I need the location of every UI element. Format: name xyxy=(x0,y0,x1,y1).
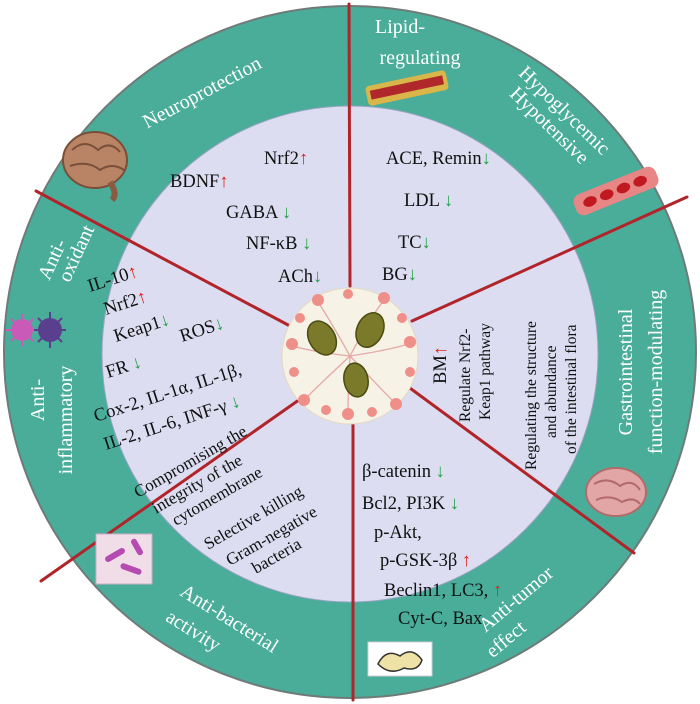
marker-bg: BG↓ xyxy=(382,265,417,285)
plant-seed-icon xyxy=(281,287,419,425)
brain-icon xyxy=(62,131,128,203)
marker-ldl: LDL ↓ xyxy=(404,191,453,211)
blood-vessel-icon xyxy=(573,166,659,216)
artery-plaque-icon xyxy=(365,70,449,106)
marker-beta-catenin: β-catenin ↓ xyxy=(362,462,445,482)
sector-title-gastro-line2: function-modulating xyxy=(645,290,667,454)
divider-lower-right xyxy=(397,378,636,555)
marker-cytc-bax: Cyt-C, Bax xyxy=(398,609,483,629)
marker-ace-remin: ACE, Remin↓ xyxy=(386,149,491,169)
antibacterial-text: Compromising the integrity of the cytome… xyxy=(131,421,321,577)
metabolic-markers: ACE, Remin↓ LDL ↓ TC↓ BG↓ xyxy=(382,149,491,285)
divider-upper-left xyxy=(34,189,292,328)
gastro-line-2: and abundance xyxy=(543,345,560,438)
gastro-line-1: Regulating the structure xyxy=(523,321,540,470)
bacteria-icon xyxy=(95,533,153,585)
sector-title-antiinflammatory-line2: inflammatory xyxy=(55,366,77,475)
sector-title-gastro-line1: Gastrointestinal xyxy=(615,308,637,435)
divider-lower-left xyxy=(39,393,308,583)
tumor-cell-icon xyxy=(367,641,433,677)
gastro-line-3: of the intestinal flora xyxy=(563,324,580,454)
marker-ach: ACh↓ xyxy=(278,267,322,287)
divider-top xyxy=(347,2,352,288)
nrf2-pathway-line2: Keap1 pathway xyxy=(477,323,494,420)
marker-bcl2-pi3k: Bcl2, PI3K ↓ xyxy=(362,494,459,514)
marker-nfkb: NF-κB ↓ xyxy=(246,234,311,254)
sector-dividers xyxy=(34,2,689,702)
marker-beclin1-lc3: Beclin1, LC3, ↑ xyxy=(384,581,502,601)
antioxidant-markers: IL-10↑ Nrf2↑ Keap1↓ xyxy=(85,262,172,347)
nrf2-pathway-line1: Regulate Nrf2- xyxy=(457,329,474,422)
sector-title-antiinflammatory-line1: Anti- xyxy=(27,379,49,421)
intestine-icon xyxy=(585,467,647,517)
marker-nrf2: Nrf2↑ xyxy=(264,149,308,169)
divider-upper-right xyxy=(410,195,689,323)
antitumor-markers: β-catenin ↓ Bcl2, PI3K ↓ p-Akt, p-GSK-3β… xyxy=(362,462,502,629)
sector-title-lipid-line2: regulating xyxy=(379,47,460,69)
marker-p-gsk3b: p-GSK-3β ↑ xyxy=(380,551,471,571)
sector-title-lipid-line1: Lipid- xyxy=(375,16,425,38)
marker-bm: BM↑ xyxy=(431,346,451,384)
neuroprotection-markers: BDNF↑ Nrf2↑ GABA ↓ NF-κB ↓ ACh↓ xyxy=(170,149,322,287)
marker-bdnf: BDNF↑ xyxy=(170,172,229,192)
marker-tc: TC↓ xyxy=(398,233,431,253)
gastro-text: Regulating the structure and abundance o… xyxy=(523,321,580,470)
marker-p-akt: p-Akt, xyxy=(374,523,422,543)
virus-icon xyxy=(6,312,66,348)
marker-gaba: GABA ↓ xyxy=(226,203,291,223)
